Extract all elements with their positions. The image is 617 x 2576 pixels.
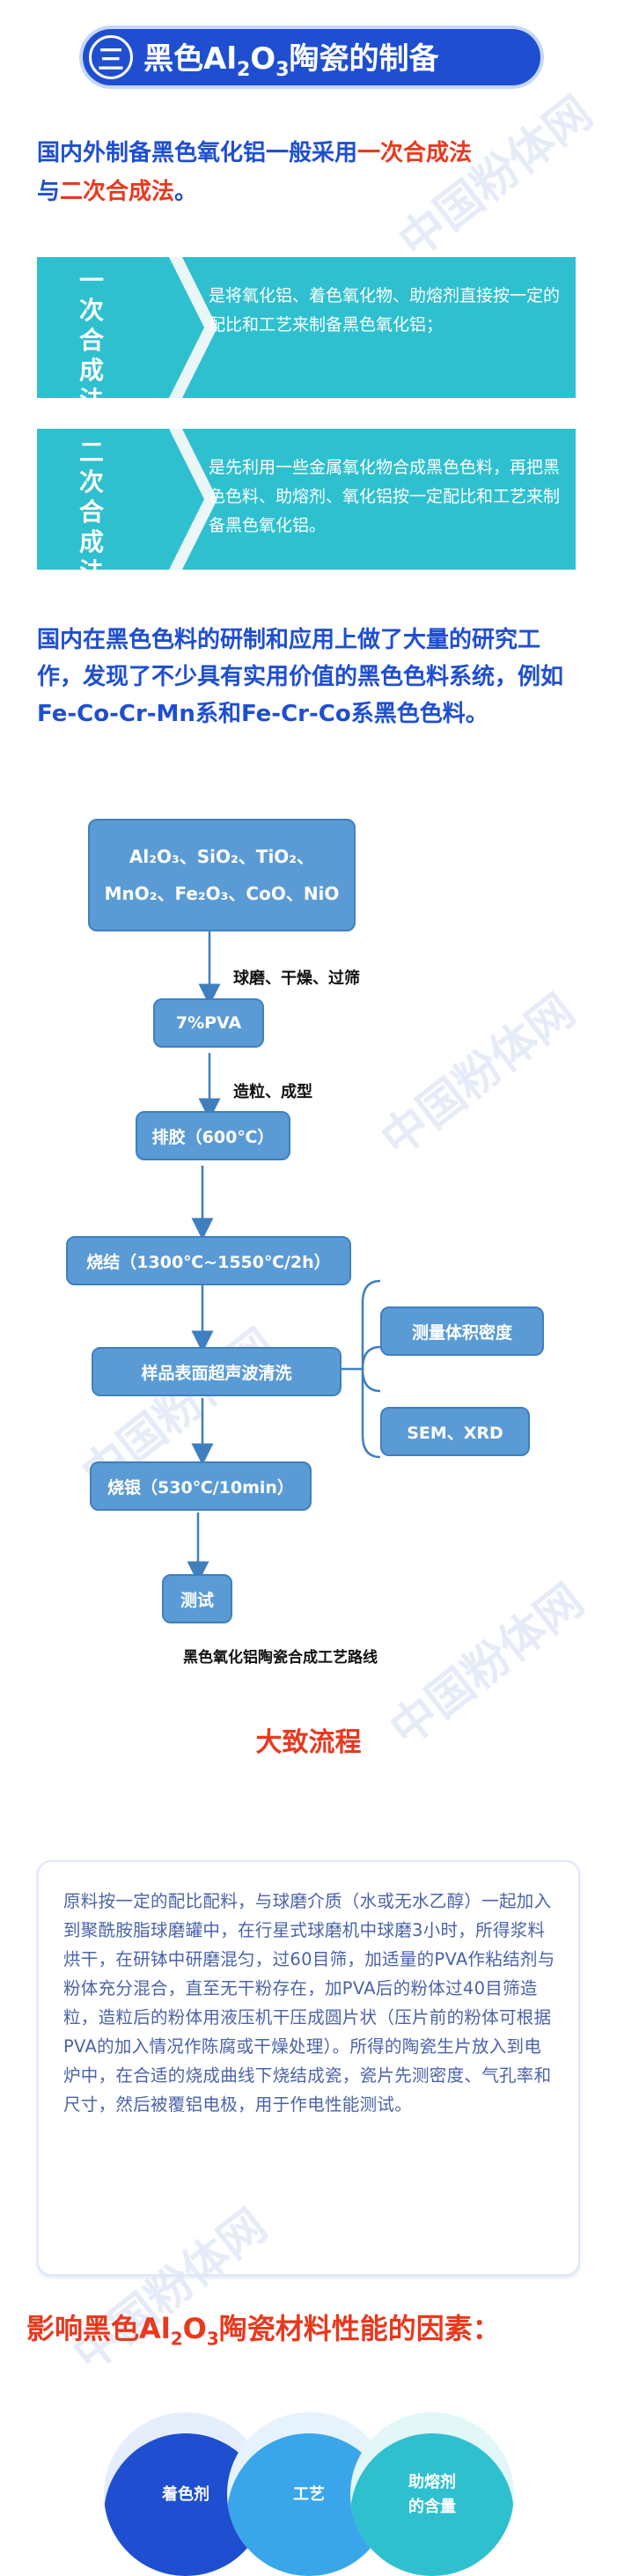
section-title: 黑色Al2O3陶瓷的制备 <box>143 40 439 81</box>
flow-measure-density: 测量体积密度 <box>380 1306 544 1356</box>
flow-raw-materials: Al₂O₃、SiO₂、TiO₂、 MnO₂、Fe₂O₃、CoO、NiO <box>88 819 356 931</box>
process-description: 原料按一定的配比配料，与球磨介质（水或无水乙醇）一起加入到聚酰胺脂球磨罐中，在行… <box>63 1891 555 2115</box>
method-card-background <box>37 257 576 398</box>
method-desc-one-step: 是将氧化铝、着色氧化物、助熔剂直接按一定的配比和工艺来制备黑色氧化铝； <box>209 286 561 335</box>
factor-process-label: 工艺 <box>293 2485 325 2504</box>
factor-colorant-label: 着色剂 <box>162 2485 209 2504</box>
method-card-background <box>37 429 576 570</box>
flow-ultrasonic-cleaning: 样品表面超声波清洗 <box>92 1347 342 1396</box>
factors-title: 影响黑色Al2O3陶瓷材料性能的因素： <box>26 2312 501 2350</box>
intro-paragraph-1: 国内外制备黑色氧化铝一般采用一次合成法 与二次合成法。 <box>37 140 473 205</box>
flow-debinding: 排胶（600℃） <box>136 1111 290 1160</box>
flow-pva: 7%PVA <box>153 998 264 1048</box>
flow-test: 测试 <box>162 1574 232 1623</box>
process-title: 大致流程 <box>255 1727 362 1758</box>
flow-sintering: 烧结（1300℃~1550℃/2h） <box>66 1236 351 1285</box>
method-desc-two-step: 是先利用一些金属氧化物合成黑色色料，再把黑色色料、助熔剂、氧化铝按一定配比和工艺… <box>209 458 561 535</box>
flow-silvering: 烧银（530℃/10min） <box>90 1461 312 1511</box>
flow-note-milling: 球磨、干燥、过筛 <box>233 969 360 988</box>
flow-note-granulation: 造粒、成型 <box>233 1083 312 1101</box>
factor-flux-label: 助熔剂 <box>408 2473 456 2491</box>
factor-circle-flux: 助熔剂 的含量 <box>350 2412 514 2576</box>
method-label-two-step: 二 次 合 成 法 <box>78 438 104 586</box>
process-text-box: 原料按一定的配比配料，与球磨介质（水或无水乙醇）一起加入到聚酰胺脂球磨罐中，在行… <box>37 1860 580 2276</box>
flow-measure-sem-xrd: SEM、XRD <box>380 1407 530 1456</box>
section-number: 三 <box>89 35 133 79</box>
method-card-one-step: 一 次 合 成 法 是将氧化铝、着色氧化物、助熔剂直接按一定的配比和工艺来制备黑… <box>37 257 576 415</box>
flowchart-caption: 黑色氧化铝陶瓷合成工艺路线 <box>183 1649 378 1667</box>
factor-flux-label-line2: 的含量 <box>408 2498 456 2516</box>
method-label-one-step: 一 次 合 成 法 <box>78 266 104 415</box>
intro-paragraph-2: 国内在黑色色料的研制和应用上做了大量的研究工作，发现了不少具有实用价值的黑色色料… <box>37 627 564 727</box>
flowchart-connectors <box>187 931 381 1584</box>
section-title-banner: 三 黑色Al2O3陶瓷的制备 <box>83 29 540 85</box>
method-card-two-step: 二 次 合 成 法 是先利用一些金属氧化物合成黑色色料，再把黑色色料、助熔剂、氧… <box>37 429 576 586</box>
